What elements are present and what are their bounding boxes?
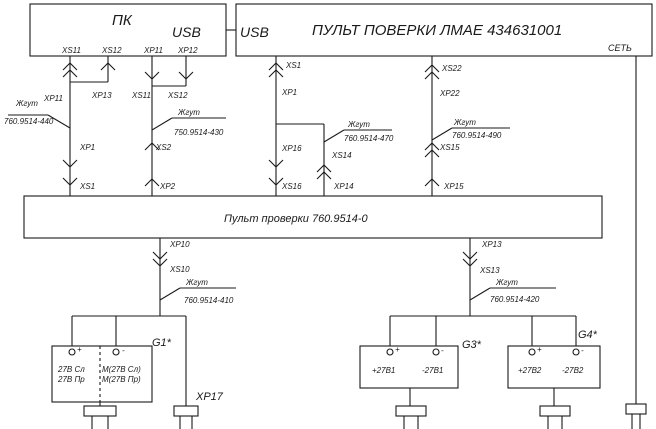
harness-430: XS11 XS12 Жгут 750.9514-430 XS2 XP2	[131, 56, 226, 196]
h2-label: Жгут	[177, 108, 200, 117]
xp17-label: XP17	[195, 391, 224, 403]
g1-left-line2: 27В Пр	[57, 375, 85, 384]
g3-name: G3*	[462, 339, 482, 351]
h4-label: Жгут	[453, 118, 476, 127]
h2-xs11: XS11	[131, 91, 151, 100]
harness-420: XP13 XS13 Жгут 760.9514-420	[389, 238, 577, 346]
pc-block: ПК USB XS11 XS12 XP11 XP12	[29, 3, 227, 57]
pc-title: ПК	[112, 12, 133, 29]
h2-xs2: XS2	[155, 143, 172, 152]
source-g3: G3* + - +27В1 -27В1	[359, 339, 482, 429]
h3-label: Жгут	[347, 120, 370, 129]
h4-xp15: XP15	[443, 182, 464, 191]
test-panel-title: Пульт проверки 760.9514-0	[224, 213, 368, 225]
g4-minus: -	[581, 346, 584, 355]
g1-right-line1: М(27В Сл)	[102, 365, 141, 374]
h3-xp1: XP1	[281, 88, 297, 97]
h1-label: Жгут	[15, 99, 38, 108]
g3-minus-terminal	[432, 348, 440, 356]
g3-plus-terminal	[386, 348, 394, 356]
h3-xs16: XS16	[281, 182, 302, 191]
pc-usb-label: USB	[172, 24, 201, 40]
g1-right-line2: М(27В Пр)	[102, 375, 141, 384]
h3-xs1: XS1	[285, 61, 301, 70]
g3-right: -27В1	[422, 366, 443, 375]
g3-left: +27В1	[372, 366, 395, 375]
panel-usb-label: USB	[240, 24, 269, 40]
harness-410: XP10 XS10 Жгут 760.9514-410	[71, 238, 236, 406]
harness-470: XS1 XP1 Жгут 760.9514-470 XP16 XS14 XS16…	[268, 56, 394, 196]
connector-xp17: XP17	[173, 391, 224, 429]
g1-name: G1*	[152, 337, 172, 349]
g4-plus-terminal	[528, 348, 536, 356]
calibration-panel-block: USB ПУЛЬТ ПОВЕРКИ ЛМАЕ 434631001 СЕТЬ	[235, 3, 653, 57]
h4-xs22: XS22	[441, 64, 462, 73]
g1-minus: -	[122, 346, 125, 355]
b2-label: Жгут	[495, 278, 518, 287]
g1-plug	[83, 405, 117, 417]
b2-code: 760.9514-420	[490, 295, 540, 304]
source-g4: G4* + - +27В2 -27В2	[507, 329, 601, 429]
h3-xs14: XS14	[331, 151, 352, 160]
g1-minus-terminal	[112, 348, 120, 356]
h3-code: 760.9514-470	[344, 134, 394, 143]
h1-xp1: XP1	[79, 143, 95, 152]
b2-xp13: XP13	[481, 240, 502, 249]
b1-code: 760.9514-410	[184, 296, 234, 305]
h1-code: 760.9514-440	[4, 117, 54, 126]
g1-left-line1: 27В Сл	[57, 365, 85, 374]
mains-plug	[625, 403, 647, 415]
b1-label: Жгут	[185, 278, 208, 287]
g4-plus: +	[537, 345, 542, 354]
g4-right: -27В2	[562, 366, 584, 375]
g1-plus-terminal	[68, 348, 76, 356]
harness-440: XP11 XP13 Жгут 760.9514-440 XP1 XS1	[4, 56, 116, 196]
g4-plug	[539, 405, 571, 417]
h4-code: 760.9514-490	[452, 131, 502, 140]
h1-xp13: XP13	[91, 91, 112, 100]
pc-xp12: XP12	[177, 46, 198, 55]
pc-xp11: XP11	[143, 46, 163, 55]
g3-plug	[395, 405, 427, 417]
panel-mains-label: СЕТЬ	[608, 43, 632, 53]
panel-title: ПУЛЬТ ПОВЕРКИ ЛМАЕ 434631001	[312, 22, 562, 39]
h4-xp22: XP22	[439, 89, 460, 98]
h3-xp16: XP16	[281, 144, 302, 153]
h1-xs1: XS1	[79, 182, 95, 191]
h3-xp14: XP14	[333, 182, 354, 191]
harness-490: XS22 XP22 Жгут 760.9514-490 XS15 XP15	[424, 56, 510, 196]
g4-minus-terminal	[572, 348, 580, 356]
h2-xs12: XS12	[167, 91, 188, 100]
pc-xs11: XS11	[61, 46, 81, 55]
source-g1: G1* + - 27В Сл 27В Пр М(27В Сл) М(27В Пр…	[51, 337, 172, 429]
b2-xs13: XS13	[479, 266, 500, 275]
b1-xp10: XP10	[169, 240, 190, 249]
g4-left: +27В2	[518, 366, 542, 375]
g3-plus: +	[395, 345, 400, 354]
h4-xs15: XS15	[439, 143, 460, 152]
h2-code: 750.9514-430	[174, 128, 224, 137]
xp17-plug	[173, 405, 199, 417]
mains-line	[625, 56, 647, 429]
g4-name: G4*	[578, 329, 598, 341]
g1-plus: +	[77, 345, 82, 354]
pc-xs12: XS12	[101, 46, 122, 55]
h2-xp2: XP2	[159, 182, 176, 191]
test-panel-block: Пульт проверки 760.9514-0	[23, 195, 603, 239]
b1-xs10: XS10	[169, 265, 190, 274]
g3-minus: -	[441, 346, 444, 355]
h1-xp11: XP11	[43, 94, 63, 103]
